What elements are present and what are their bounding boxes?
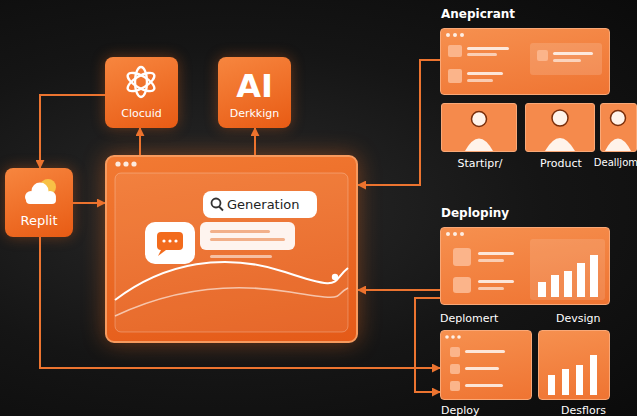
node-title: Deploy [441,404,480,416]
panel-label: Devsign [556,312,601,325]
app-panel: Anepicrant [440,28,610,95]
profile-card: Startipr/ [441,103,517,152]
node-title: Anepicrant [441,7,515,21]
panel-label: Deplomert [440,312,498,325]
flow-arrow [73,202,105,204]
flow-arrow [254,128,256,155]
profile-card: Dealljom [600,103,637,152]
chart-panel: Deplopiny [440,227,610,305]
profile-card: Product [525,103,595,152]
node-title: Product [520,157,602,170]
flow-arrow [415,298,440,392]
service-tile: AI Derkkign [218,57,291,128]
flow-arrow [358,60,440,185]
node-title: Deplopiny [441,206,509,220]
node-title: Clocuid [105,107,178,120]
flow-arrow [40,95,105,168]
service-tile: Clocuid [105,57,178,128]
list-panel: Deploy [440,330,532,400]
node-title: Startipr/ [436,157,524,170]
node-title: Desflors [561,404,606,416]
node-title: AI [218,67,291,105]
flow-arrow [139,128,141,155]
node-title: Generation [227,197,300,213]
node-title: Dealljom [588,157,637,169]
replit-tile: Replit [5,168,73,237]
node-subtitle: Derkkign [218,107,291,120]
main-window: Generation [105,155,358,343]
node-title: Replit [5,213,73,229]
flow-arrow [358,289,440,291]
bar-panel: Desflors [538,330,610,400]
